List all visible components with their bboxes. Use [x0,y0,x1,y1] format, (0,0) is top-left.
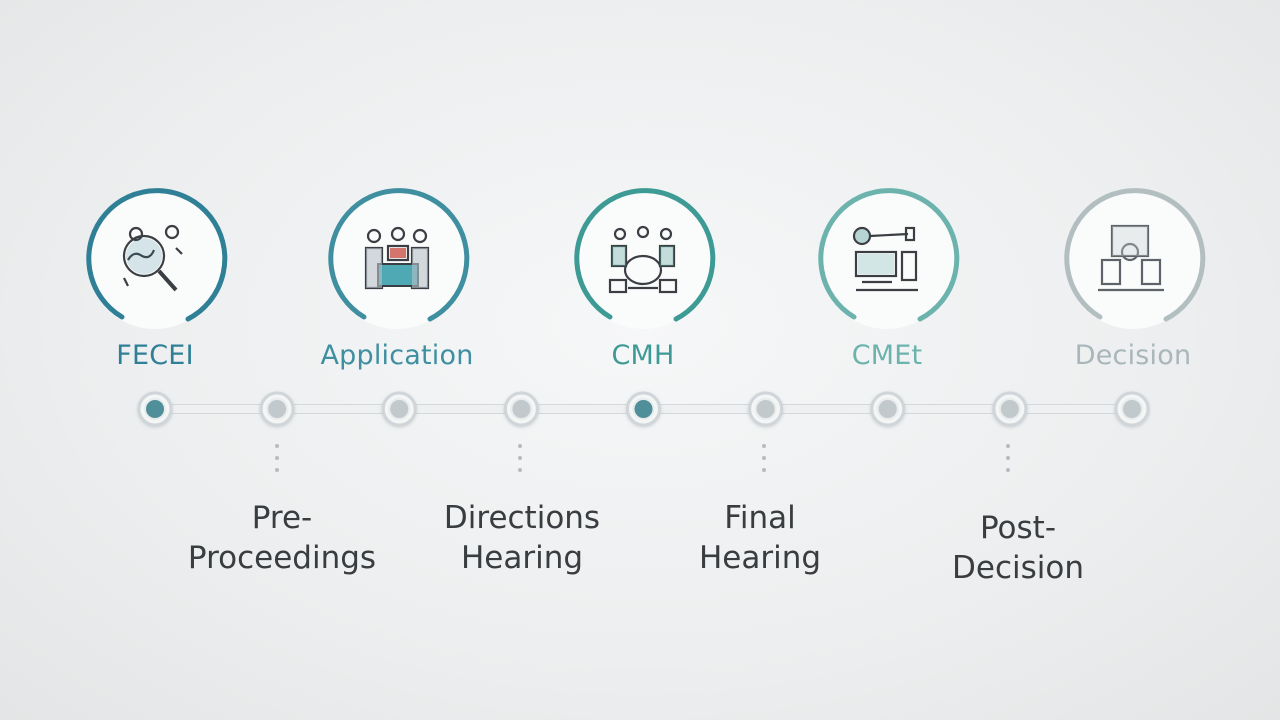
phase-label-line: Directions [443,500,601,536]
timeline-node [381,391,417,427]
stage-node-application: Application [320,186,473,371]
timeline-node [503,391,539,427]
stage-label: CMH [611,340,675,371]
phase-label-line: Final [724,500,796,536]
stage-node-decision: Decision [1058,186,1208,371]
stage-label: FECEI [116,340,194,371]
gavel-building-icon [1098,224,1164,292]
phase-label-pre-proceedings: Pre- Proceedings [162,498,402,578]
phase-label-final-hearing: Final Hearing [640,498,880,578]
team-desk-icon [364,226,430,290]
phase-label-post-decision: Post- Decision [898,508,1138,588]
stage-node-cmh: CMH [568,186,718,371]
phase-label-line: Proceedings [187,540,377,576]
timeline-node [748,391,784,427]
timeline-node [870,391,906,427]
stage-node-fecei: FECEI [80,186,230,371]
stage-label: Application [320,340,474,371]
meeting-table-icon [608,225,678,294]
phase-label-line: Decision [952,550,1084,586]
timeline-node [259,391,295,427]
stage-node-cmet: CMEt [812,186,962,371]
phase-label-directions-hearing: Directions Hearing [402,498,642,578]
phase-label-line: Pre- [251,500,313,536]
timeline-node [626,391,661,427]
phase-label-line: Hearing [460,540,584,576]
phase-connectors [275,444,1010,472]
timeline-node [137,391,173,427]
phase-label-line: Post- [979,510,1057,546]
magnifier-people-icon [122,224,183,292]
stage-label: CMEt [851,340,923,371]
timeline-node [1114,391,1150,427]
phase-label-line: Hearing [698,540,822,576]
computer-equipment-icon [852,226,918,292]
stage-label: Decision [1074,340,1192,371]
timeline-node [992,391,1028,427]
